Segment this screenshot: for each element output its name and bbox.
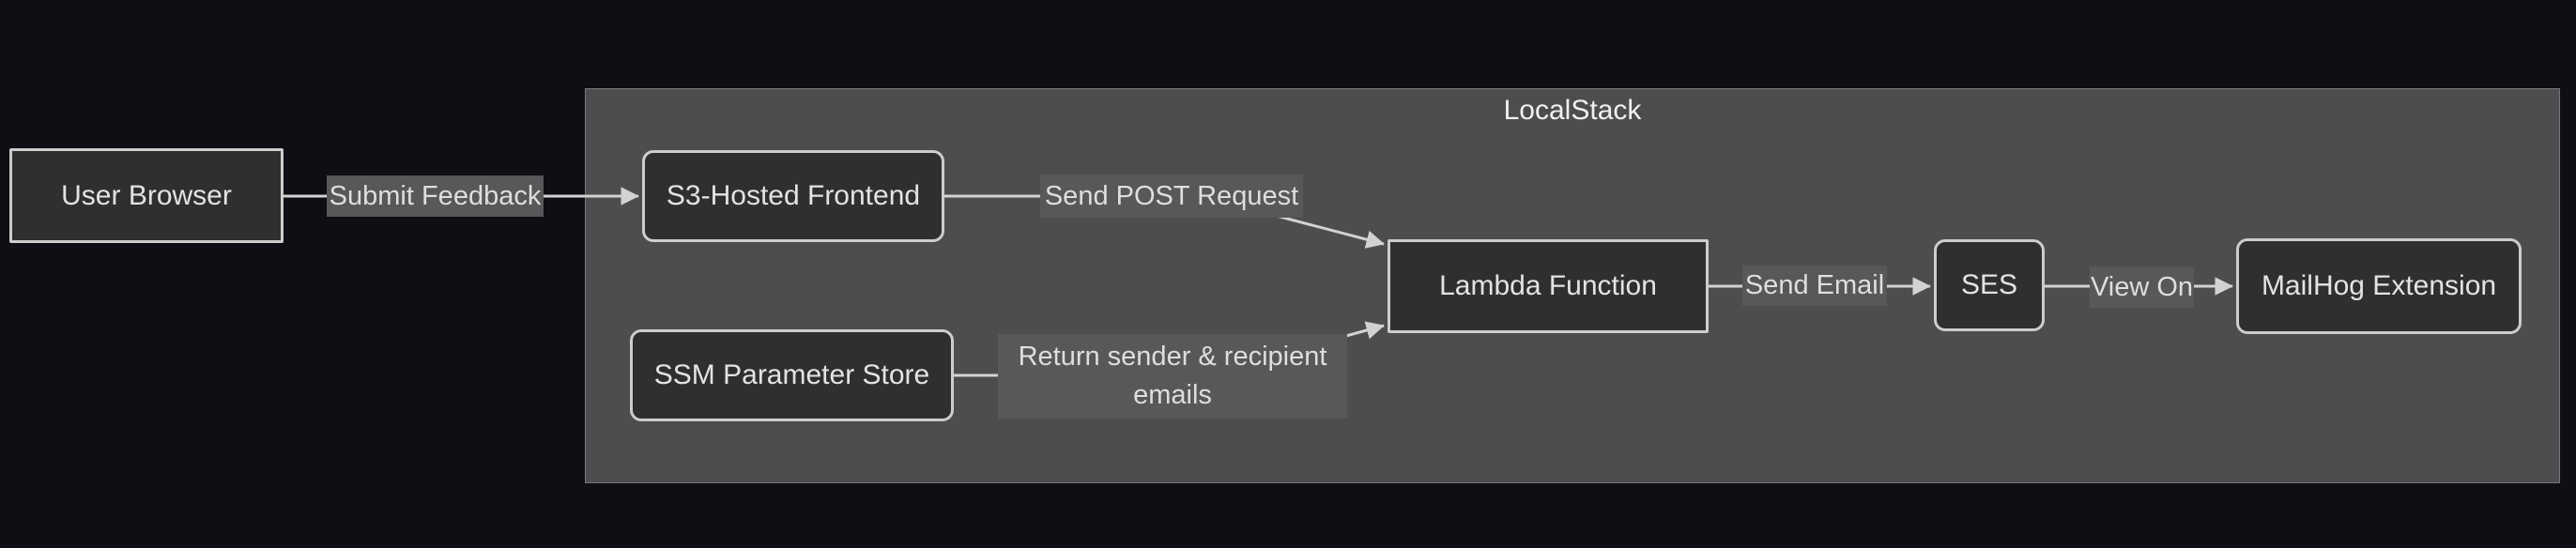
edge-label-return-emails: Return sender & recipient emails bbox=[998, 334, 1347, 419]
node-s3-hosted-frontend-label: S3-Hosted Frontend bbox=[666, 180, 921, 211]
node-mailhog-extension-label: MailHog Extension bbox=[2261, 270, 2497, 301]
edge-label-view-on: View On bbox=[2090, 266, 2194, 308]
node-ssm-parameter-store: SSM Parameter Store bbox=[630, 329, 954, 421]
node-ses: SES bbox=[1934, 239, 2045, 331]
node-user-browser-label: User Browser bbox=[61, 179, 232, 211]
edge-label-send-email: Send Email bbox=[1742, 266, 1887, 306]
node-lambda-function: Lambda Function bbox=[1388, 239, 1709, 333]
node-ses-label: SES bbox=[1960, 269, 2018, 300]
node-user-browser: User Browser bbox=[9, 148, 284, 243]
node-lambda-function-label: Lambda Function bbox=[1439, 270, 1657, 301]
node-s3-hosted-frontend: S3-Hosted Frontend bbox=[642, 150, 944, 242]
edge-label-submit-feedback: Submit Feedback bbox=[327, 175, 544, 217]
edge-label-send-post-request: Send POST Request bbox=[1040, 175, 1303, 218]
localstack-cluster-title: LocalStack bbox=[1503, 95, 1642, 126]
node-mailhog-extension: MailHog Extension bbox=[2236, 238, 2522, 334]
node-ssm-parameter-store-label: SSM Parameter Store bbox=[653, 359, 930, 390]
